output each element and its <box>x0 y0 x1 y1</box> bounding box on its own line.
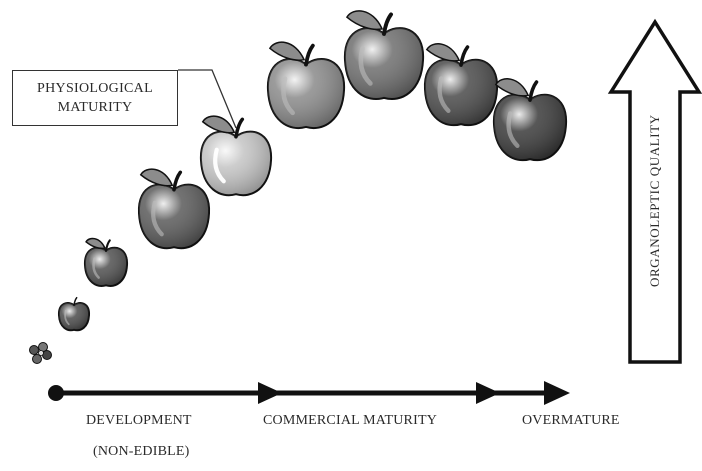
apple-stem-icon <box>172 170 183 192</box>
stage-commercial-label: COMMERCIAL MATURITY <box>263 413 438 428</box>
apple-stem-icon <box>304 43 315 67</box>
apple-icon <box>137 168 211 250</box>
physiological-label-line1: PHYSIOLOGICAL <box>37 81 153 96</box>
apple-icon <box>492 78 568 162</box>
organoleptic-quality-label: ORGANOLEPTIC QUALITY <box>647 114 662 287</box>
callout-line <box>178 69 237 129</box>
timeline-arrow <box>48 381 570 405</box>
apple-sequence <box>57 10 568 332</box>
apple-stem-icon <box>528 80 539 102</box>
apple-stem-icon <box>104 239 111 252</box>
apple-stem-icon <box>459 45 470 67</box>
arrow-right-icon <box>476 382 500 404</box>
apple-icon <box>83 237 129 287</box>
apple-leaf-icon <box>494 78 530 97</box>
flower-bud-icon <box>29 342 52 364</box>
apple-icon <box>199 115 273 197</box>
arrow-up-icon <box>607 18 702 364</box>
apple-stem-icon <box>382 12 393 36</box>
apple-icon <box>266 41 346 129</box>
apple-leaf-icon <box>139 168 174 187</box>
apple-stem-icon <box>73 296 78 306</box>
physiological-maturity-label: PHYSIOLOGICAL MATURITY <box>12 70 178 126</box>
apple-leaf-icon <box>201 115 236 134</box>
physiological-label-line2: MATURITY <box>57 100 133 115</box>
apple-icon <box>57 296 91 332</box>
timeline-start-dot <box>48 385 64 401</box>
arrow-right-icon <box>544 381 570 405</box>
stage-development-label: DEVELOPMENT <box>86 413 192 428</box>
stage-overmature-label: OVERMATURE <box>522 413 620 428</box>
apple-leaf-icon <box>268 41 306 61</box>
apple-icon <box>343 10 425 100</box>
arrow-right-icon <box>258 382 282 404</box>
apple-stem-icon <box>234 117 245 139</box>
apple-leaf-icon <box>425 43 461 62</box>
apple-leaf-icon <box>85 237 107 250</box>
stage-development-note: (NON-EDIBLE) <box>93 444 190 459</box>
apple-leaf-icon <box>345 10 384 31</box>
apple-icon <box>423 43 499 127</box>
